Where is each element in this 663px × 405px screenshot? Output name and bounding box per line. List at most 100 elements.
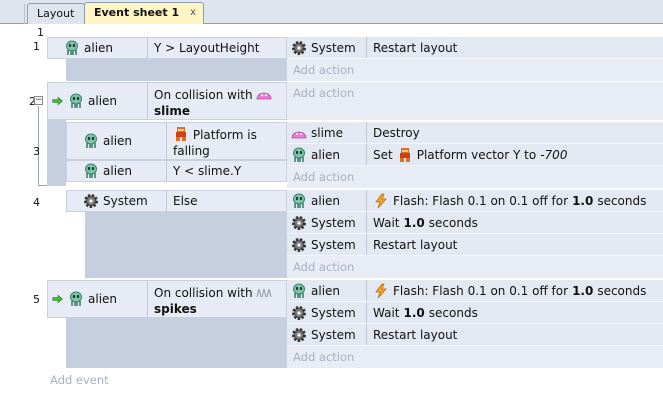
object-name: alien [103, 164, 133, 178]
tree-line [38, 106, 39, 186]
tab-label: Layout 1 [37, 7, 75, 39]
tab-label: Event sheet 1 [94, 6, 180, 19]
object-name: alien [311, 283, 341, 298]
action-row[interactable]: slime Destroy [287, 122, 663, 144]
flash-icon [373, 193, 389, 209]
object-name: slime [311, 125, 343, 140]
spikes-icon [256, 284, 272, 300]
condition-text: On collision with spikes [148, 281, 272, 317]
action-row[interactable]: System Restart layout [287, 37, 663, 59]
condition-text: On collision with slime [148, 83, 272, 119]
action-object: alien [287, 280, 367, 301]
object-name: alien [103, 134, 133, 148]
target-object: spikes [154, 302, 197, 316]
condition-object: alien [48, 281, 148, 317]
flash-icon [373, 283, 389, 299]
condition-row[interactable]: System Else [66, 190, 287, 212]
close-tab-icon[interactable]: x [190, 7, 196, 18]
platform-icon [397, 147, 413, 163]
condition-label: Platform is falling [173, 128, 257, 158]
text-mid: Platform vector Y to [416, 147, 537, 162]
text-bold: 1.0 [403, 305, 425, 320]
action-text: Wait 1.0 seconds [367, 212, 478, 233]
text-pre: Flash: Flash 0.1 on 0.1 off for [393, 283, 569, 298]
object-name: alien [311, 147, 341, 162]
condition-row[interactable]: alien Y > LayoutHeight [47, 37, 287, 59]
condition-object: alien [67, 123, 167, 159]
condition-row[interactable]: alien On collision with slime [47, 82, 287, 120]
alien-icon [83, 133, 99, 149]
object-name: alien [84, 41, 114, 55]
action-row[interactable]: alien Flash: Flash 0.1 on 0.1 off for 1.… [287, 190, 663, 212]
condition-row[interactable]: alien On collision with spikes [47, 280, 287, 318]
object-name: alien [88, 94, 118, 108]
alien-icon [291, 283, 307, 299]
text-post: seconds [597, 193, 647, 208]
action-row[interactable]: System Restart layout [287, 234, 663, 256]
alien-icon [83, 163, 99, 179]
add-event-link[interactable]: Add event [50, 373, 109, 387]
trigger-arrow-icon [52, 291, 64, 307]
add-action-link[interactable]: Add action [287, 82, 663, 120]
action-object: System [287, 212, 367, 233]
platform-icon [173, 126, 189, 142]
text-prefix: Set [373, 147, 393, 162]
add-action-link[interactable]: Add action [287, 256, 663, 278]
alien-icon [68, 291, 84, 307]
action-row[interactable]: System Wait 1.0 seconds [287, 212, 663, 234]
text-prefix: On collision with [154, 88, 253, 102]
add-action-link[interactable]: Add action [287, 59, 663, 81]
action-text: Set Platform vector Y to -700 [367, 144, 567, 165]
condition-text: Platform is falling [167, 123, 288, 159]
text-pre: Flash: Flash 0.1 on 0.1 off for [393, 193, 569, 208]
gear-icon [291, 237, 307, 253]
condition-object: System [67, 191, 167, 211]
action-object: System [287, 324, 367, 345]
action-row[interactable]: alien Set Platform vector Y to -700 [287, 144, 663, 166]
alien-icon [291, 193, 307, 209]
tab-layout-1[interactable]: Layout 1 [27, 3, 85, 39]
gear-icon [291, 327, 307, 343]
object-name: alien [311, 193, 341, 208]
alien-icon [68, 93, 84, 109]
tree-line [38, 185, 47, 186]
text-bold: 1.0 [572, 283, 594, 298]
condition-row[interactable]: alien Platform is falling [66, 122, 287, 160]
action-row[interactable]: System Restart layout [287, 324, 663, 346]
tab-event-sheet-1[interactable]: Event sheet 1 x [84, 2, 204, 24]
event-body [66, 59, 287, 81]
condition-object: alien [48, 83, 148, 119]
text-value: -700 [540, 147, 568, 162]
collapse-toggle-icon[interactable]: − [34, 95, 43, 105]
target-object: slime [154, 104, 191, 118]
action-text: Restart layout [373, 40, 458, 55]
add-action-link[interactable]: Add action [287, 166, 663, 188]
action-text: Flash: Flash 0.1 on 0.1 off for 1.0 seco… [367, 280, 646, 301]
text-prefix: On collision with [154, 286, 253, 300]
action-object: alien [287, 144, 367, 165]
text-post: seconds [597, 283, 647, 298]
object-name: System [311, 215, 356, 230]
text-post: seconds [428, 215, 478, 230]
condition-text: Else [173, 194, 198, 208]
text-pre: Wait [373, 215, 400, 230]
condition-text: Y > LayoutHeight [154, 41, 260, 55]
condition-row[interactable]: alien Y < slime.Y [66, 160, 287, 182]
action-row[interactable]: alien Flash: Flash 0.1 on 0.1 off for 1.… [287, 280, 663, 302]
slime-icon [291, 125, 307, 141]
gear-icon [291, 215, 307, 231]
condition-text: Y < slime.Y [173, 164, 242, 178]
action-text: Restart layout [373, 327, 458, 342]
text-bold: 1.0 [572, 193, 594, 208]
text-pre: Wait [373, 305, 400, 320]
gear-icon [291, 40, 307, 56]
object-name: alien [88, 292, 118, 306]
action-object: alien [287, 190, 367, 211]
event-number: 3 [33, 145, 40, 158]
object-name: System [311, 305, 356, 320]
event-number: 2 [29, 95, 36, 108]
action-row[interactable]: System Wait 1.0 seconds [287, 302, 663, 324]
object-name: System [311, 327, 356, 342]
add-action-link[interactable]: Add action [287, 346, 663, 368]
event-body [85, 212, 287, 278]
